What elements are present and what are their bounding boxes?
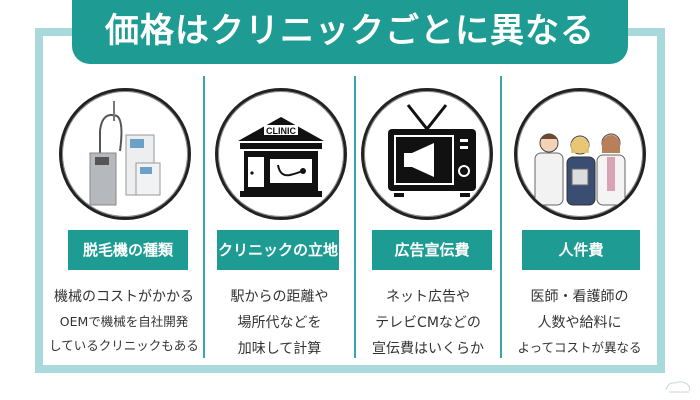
description-line: しているクリニックもある <box>49 338 199 353</box>
category-description: ネット広告や テレビCMなどの 宣伝費はいくらか <box>356 284 500 362</box>
watermark-logo-icon <box>665 381 691 393</box>
description-line: よってコストが異なる <box>517 340 642 355</box>
description-line: ネット広告や <box>386 289 470 305</box>
category-label: 脱毛機の種類 <box>68 230 188 270</box>
column-divider <box>354 76 356 358</box>
category-label: クリニックの立地 <box>217 230 339 270</box>
description-line: 場所代などを <box>237 315 322 331</box>
column-personnel-cost: 人件費 医師・看護師の 人数や給料に よってコストが異なる <box>502 80 657 360</box>
description-line: 医師・看護師の <box>530 289 629 305</box>
description-line: OEMで機械を自社開発 <box>59 314 189 329</box>
clinic-building-icon: CLINIC <box>215 88 347 220</box>
description-line: 人数や給料に <box>537 315 622 331</box>
description-line: 加味して計算 <box>237 341 322 357</box>
tv-megaphone-icon <box>361 88 493 220</box>
category-description: 機械のコストがかかる OEMで機械を自社開発 しているクリニックもある <box>45 284 203 358</box>
description-line: テレビCMなどの <box>375 315 481 331</box>
category-description: 駅からの距離や 場所代などを 加味して計算 <box>205 284 354 362</box>
column-divider <box>500 76 502 358</box>
category-label: 人件費 <box>522 230 640 270</box>
column-clinic-location: CLINIC クリニックの立地 駅からの距離や 場所代などを 加味して計算 <box>205 80 354 360</box>
column-advertising-cost: 広告宣伝費 ネット広告や テレビCMなどの 宣伝費はいくらか <box>356 80 500 360</box>
laser-machine-icon <box>59 88 191 220</box>
category-label: 広告宣伝費 <box>372 230 492 270</box>
svg-text:CLINIC: CLINIC <box>266 126 296 136</box>
column-divider <box>203 76 205 358</box>
category-description: 医師・看護師の 人数や給料に よってコストが異なる <box>502 284 657 360</box>
column-machine-type: 脱毛機の種類 機械のコストがかかる OEMで機械を自社開発 しているクリニックも… <box>45 80 203 360</box>
description-line: 駅からの距離や <box>230 289 329 305</box>
medical-staff-icon <box>514 88 646 220</box>
description-line: 機械のコストがかかる <box>54 289 194 305</box>
description-line: 宣伝費はいくらか <box>372 341 484 357</box>
page-title: 価格はクリニックごとに異なる <box>72 0 628 64</box>
